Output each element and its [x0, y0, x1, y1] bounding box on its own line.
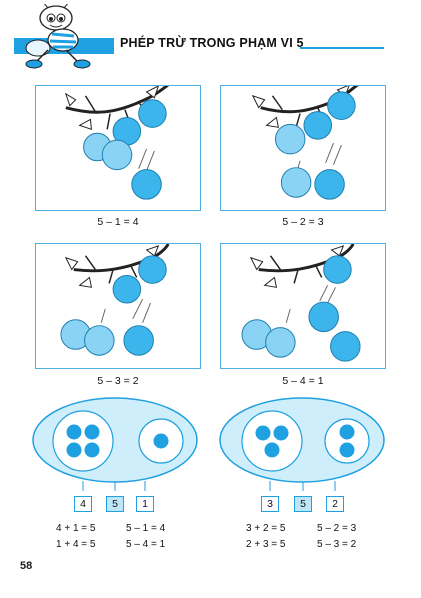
page-number: 58	[20, 560, 33, 572]
equation: 1 + 4 = 5	[56, 539, 96, 550]
number-box-total: 5	[294, 496, 312, 512]
panel-1-caption: 5 – 1 = 4	[97, 216, 139, 228]
bee-mascot-icon	[25, 4, 91, 69]
number-box: 4	[74, 496, 92, 512]
equation: 2 + 3 = 5	[246, 539, 286, 550]
apple-panel-3	[35, 243, 201, 369]
counting-dot	[255, 425, 271, 441]
counting-dot	[84, 424, 100, 440]
apple-branch-illustration-1	[64, 86, 170, 200]
counting-dot	[339, 424, 355, 440]
apple-branch-illustration-4	[241, 244, 361, 362]
counting-dot	[153, 433, 169, 449]
panel-2-caption: 5 – 2 = 3	[282, 216, 324, 228]
title-rule	[300, 47, 384, 49]
number-box-total: 5	[106, 496, 124, 512]
counting-dot	[66, 442, 82, 458]
panel-3-caption: 5 – 3 = 2	[97, 375, 139, 387]
equation: 3 + 2 = 5	[246, 523, 286, 534]
apple-branch-illustration-2	[251, 86, 359, 200]
equation: 5 – 2 = 3	[317, 523, 357, 534]
apple-panel-4	[220, 243, 386, 369]
panel-4-caption: 5 – 4 = 1	[282, 375, 324, 387]
equation: 5 – 1 = 4	[126, 523, 166, 534]
number-bond-ovals	[32, 397, 385, 491]
number-box: 3	[261, 496, 279, 512]
counting-dot	[66, 424, 82, 440]
counting-dot	[273, 425, 289, 441]
page-title: PHÉP TRỪ TRONG PHẠM VI 5	[120, 36, 304, 50]
apple-branch-illustration-3	[60, 244, 170, 356]
counting-dot	[339, 442, 355, 458]
number-box: 1	[136, 496, 154, 512]
equation: 5 – 3 = 2	[317, 539, 357, 550]
oval-group-2	[219, 397, 385, 491]
apple-panel-1	[35, 85, 201, 211]
equation: 4 + 1 = 5	[56, 523, 96, 534]
equation: 5 – 4 = 1	[126, 539, 166, 550]
apple-panel-2	[220, 85, 386, 211]
counting-dot	[264, 442, 280, 458]
counting-dot	[84, 442, 100, 458]
number-box: 2	[326, 496, 344, 512]
oval-group-1	[32, 397, 198, 491]
